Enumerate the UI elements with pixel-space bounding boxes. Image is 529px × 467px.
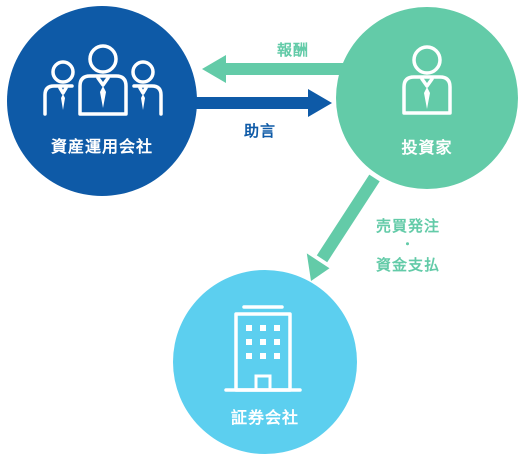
asset-manager-label: 資産運用会社 (50, 137, 153, 156)
advice-label: 助言 (243, 122, 276, 140)
people-group-icon (43, 44, 163, 116)
orders-label-separator: ・ (401, 237, 415, 251)
investor-tie (424, 87, 430, 109)
securities-company-circle (173, 270, 357, 454)
orders-label-line2: 資金支払 (375, 256, 440, 274)
fee-label: 報酬 (276, 41, 309, 59)
office-building-icon (224, 305, 302, 392)
investor-label: 投資家 (401, 138, 453, 157)
people-ties (61, 86, 145, 110)
investor-person-icon (402, 45, 452, 115)
securities-company-label: 証券会社 (230, 408, 299, 427)
building-windows (246, 325, 280, 359)
advice-arrow (196, 89, 332, 117)
orders-arrow (306, 174, 380, 281)
fee-arrow (202, 55, 345, 83)
orders-label-line1: 売買発注 (375, 217, 440, 235)
